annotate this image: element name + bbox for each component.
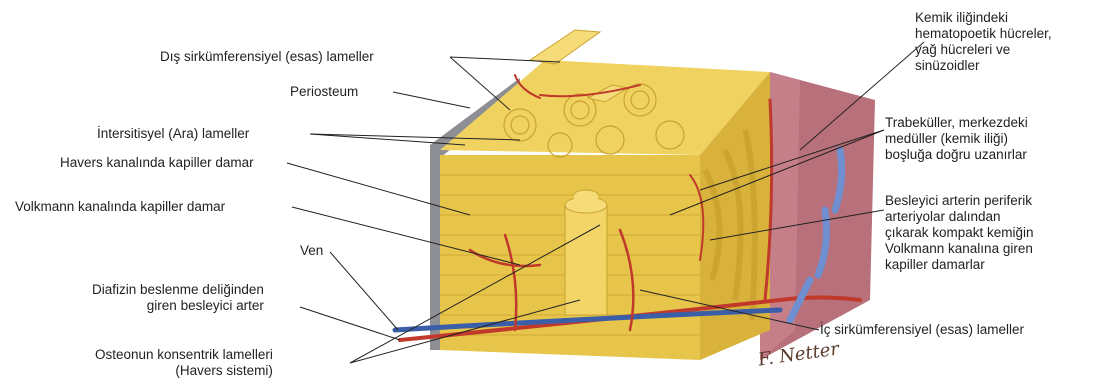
label-dis-sirkumferensiyel: Dış sirkümferensiyel (esas) lameller xyxy=(160,49,374,65)
label-ven: Ven xyxy=(300,243,323,259)
label-trabekul-line-2: medüller (kemik iliği) xyxy=(885,131,1028,147)
label-trabekul-line-1: Trabeküller, merkezdeki xyxy=(885,115,1028,131)
label-kemik-iligi: Kemik iliğindeki hematopoetik hücreler, … xyxy=(915,10,1052,74)
label-besleyici-line-1: Besleyici arterin periferik xyxy=(885,193,1034,209)
label-besleyici-line-2: arteriyolar dalından xyxy=(885,209,1034,225)
label-trabekul-line-3: boşluğa doğru uzanırlar xyxy=(885,147,1028,163)
label-ic-sirkumferensiyel: İç sirkümferensiyel (esas) lameller xyxy=(820,322,1024,338)
label-intersitisyel: İntersitisyel (Ara) lameller xyxy=(97,126,249,142)
label-periosteum: Periosteum xyxy=(290,84,358,100)
label-besleyici-line-4: Volkmann kanalına giren xyxy=(885,241,1034,257)
label-osteon-lamelleri: Osteonun konsentrik lamelleri (Havers si… xyxy=(95,347,273,379)
label-osteon-line-1: Osteonun konsentrik lamelleri xyxy=(95,347,273,363)
label-kemik-line-1: Kemik iliğindeki xyxy=(915,10,1052,26)
label-diafizin-line-2: giren besleyici arter xyxy=(92,298,264,314)
label-kemik-line-2: hematopoetik hücreler, xyxy=(915,26,1052,42)
label-diafizin-line-1: Diafizin beslenme deliğinden xyxy=(92,282,264,298)
label-besleyici-arter: Besleyici arterin periferik arteriyolar … xyxy=(885,193,1034,273)
label-besleyici-line-3: çıkarak kompakt kemiğin xyxy=(885,225,1034,241)
label-havers-kapiller: Havers kanalında kapiller damar xyxy=(60,155,254,171)
label-volkmann-kapiller: Volkmann kanalında kapiller damar xyxy=(15,199,225,215)
label-osteon-line-2: (Havers sistemi) xyxy=(95,363,273,379)
label-kemik-line-4: sinüzoidler xyxy=(915,58,1052,74)
label-besleyici-line-5: kapiller damarlar xyxy=(885,257,1034,273)
label-kemik-line-3: yağ hücreleri ve xyxy=(915,42,1052,58)
osteon-cylinder xyxy=(565,205,607,315)
label-trabekuller: Trabeküller, merkezdeki medüller (kemik … xyxy=(885,115,1028,163)
label-diafizin-beslenme: Diafizin beslenme deliğinden giren besle… xyxy=(92,282,264,314)
